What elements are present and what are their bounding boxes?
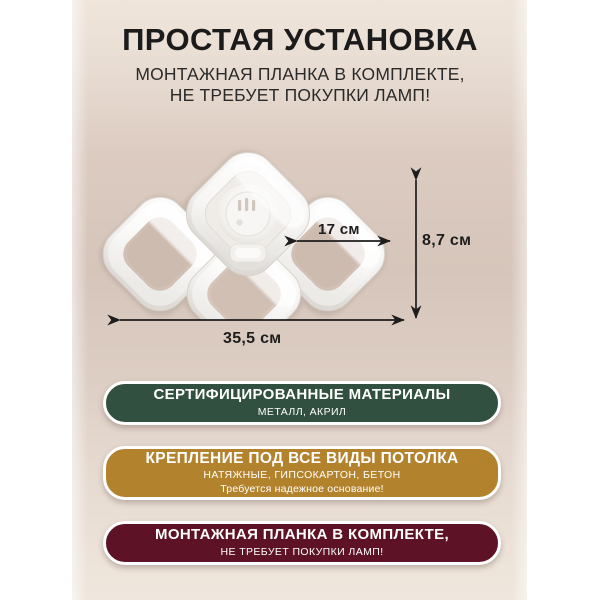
lamp-module-top [185,151,311,277]
dimension-label-total-width: 35,5 см [223,330,282,347]
page-subtitle-line-1: МОНТАЖНАЯ ПЛАНКА В КОМПЛЕКТЕ, [135,63,465,84]
heading-block: ПРОСТАЯ УСТАНОВКА МОНТАЖНАЯ ПЛАНКА В КОМ… [0,22,600,107]
badge-subtitle: НАТЯЖНЫЕ, ГИПСОКАРТОН, БЕТОН [203,469,401,482]
dimension-label-module-width: 17 см [318,221,360,238]
lamp-svg [100,150,386,320]
badge-title: МОНТАЖНАЯ ПЛАНКА В КОМПЛЕКТЕ, [155,526,449,544]
page-subtitle-line-2: НЕ ТРЕБУЕТ ПОКУПКИ ЛАМП! [169,84,431,105]
badge-title: СЕРТИФИЦИРОВАННЫЕ МАТЕРИАЛЫ [153,386,451,404]
badge-title: КРЕПЛЕНИЕ ПОД ВСЕ ВИДЫ ПОТОЛКА [145,450,459,468]
badge-ceiling-mount: КРЕПЛЕНИЕ ПОД ВСЕ ВИДЫ ПОТОЛКА НАТЯЖНЫЕ,… [103,446,501,500]
lamp-connector-bridges [229,243,267,263]
product-illustration [88,140,408,320]
badge-subtitle-secondary: Требуется надежное основание! [220,482,384,495]
badge-subtitle: МЕТАЛЛ, АКРИЛ [257,405,347,418]
mounting-bracket-slots [238,198,256,211]
dimension-label-height: 8,7 см [422,232,472,249]
badge-mounting-bar-included: МОНТАЖНАЯ ПЛАНКА В КОМПЛЕКТЕ, НЕ ТРЕБУЕТ… [103,521,501,565]
background-left-fade [72,0,88,600]
page-subtitle: МОНТАЖНАЯ ПЛАНКА В КОМПЛЕКТЕ, НЕ ТРЕБУЕТ… [0,64,600,107]
badge-certified-materials: СЕРТИФИЦИРОВАННЫЕ МАТЕРИАЛЫ МЕТАЛЛ, АКРИ… [103,381,501,425]
background-right-fade [511,0,527,600]
badge-subtitle: НЕ ТРЕБУЕТ ПОКУПКИ ЛАМП! [220,545,384,558]
page-title: ПРОСТАЯ УСТАНОВКА [122,22,478,57]
